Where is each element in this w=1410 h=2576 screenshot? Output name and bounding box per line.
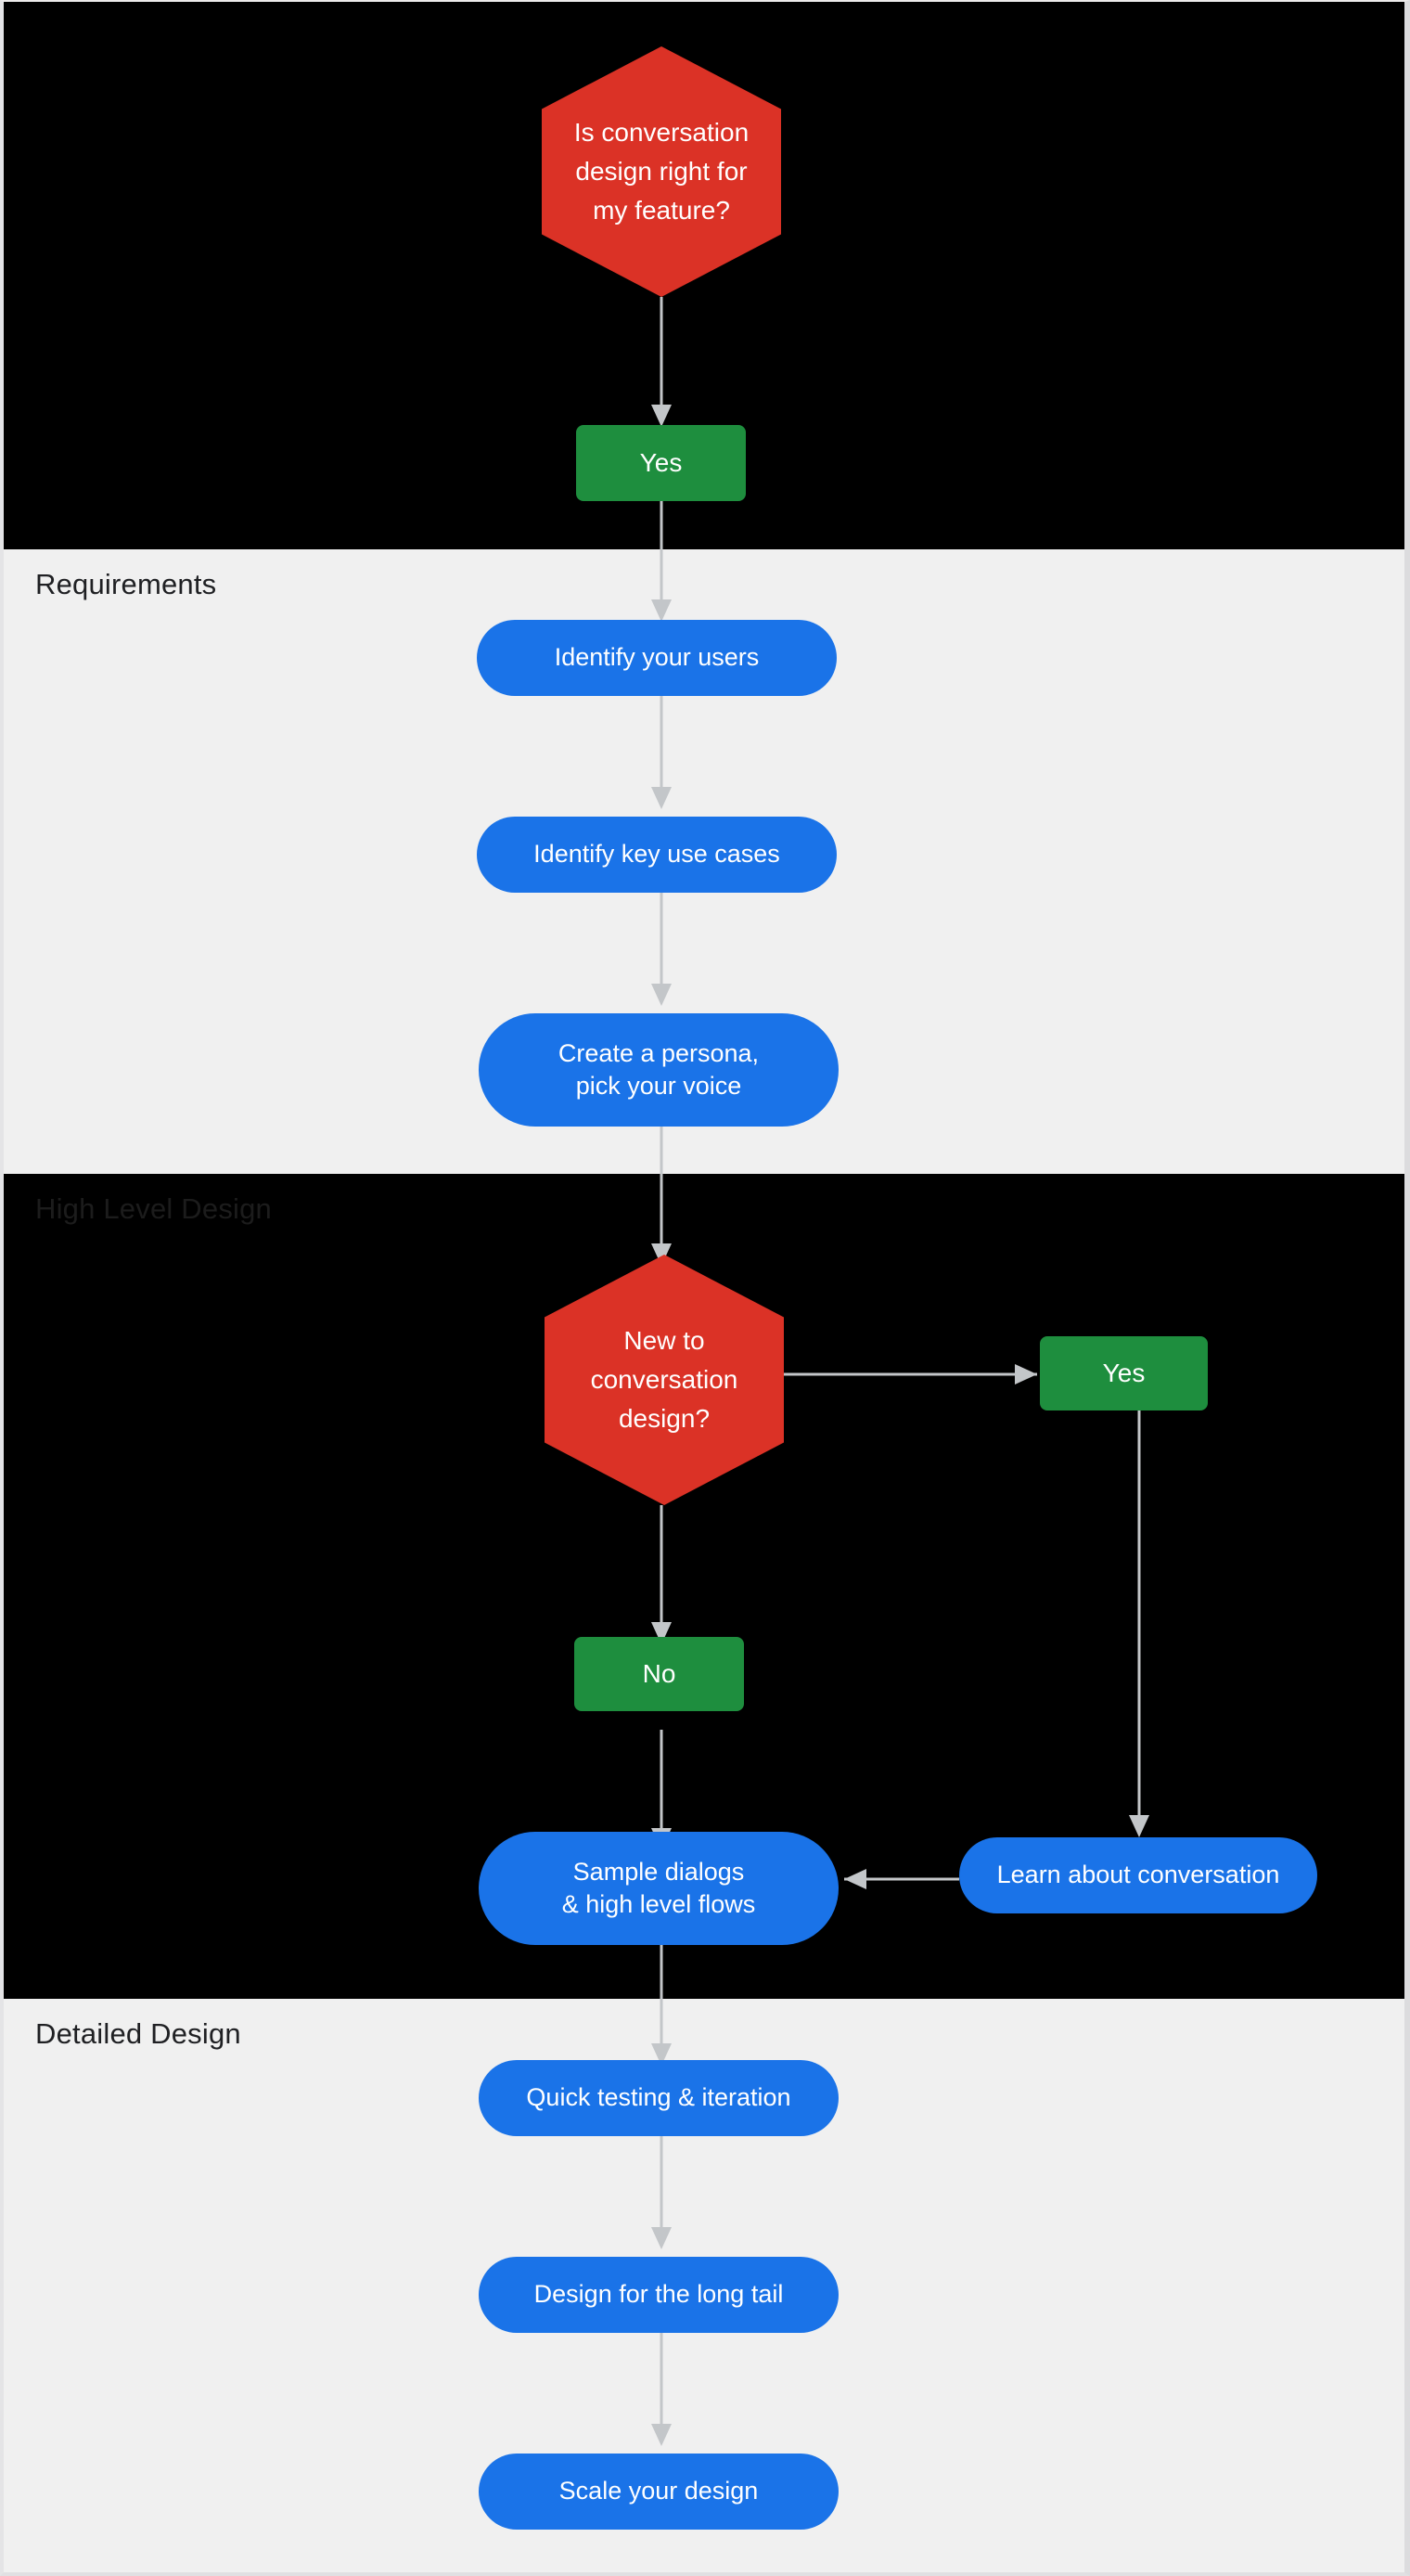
- step-node-quick-testing-iteration[interactable]: Quick testing & iteration: [479, 2060, 839, 2136]
- decision2-line2: conversation: [590, 1365, 738, 1394]
- step-node-scale-your-design[interactable]: Scale your design: [479, 2454, 839, 2530]
- decision1-line2: design right for: [575, 157, 748, 186]
- step-persona-line2: pick your voice: [575, 1072, 742, 1100]
- decision2-node-text: New to conversation design?: [582, 1321, 748, 1438]
- edge-decision2-to-no2: [643, 1505, 680, 1644]
- band-label-requirements: Requirements: [35, 568, 217, 600]
- step-sample-dialogs-line2: & high level flows: [561, 1890, 756, 1918]
- step-node-sample-dialogs-high-level-flows[interactable]: Sample dialogs & high level flows: [479, 1832, 839, 1945]
- step-long-tail-label: Design for the long tail: [533, 2280, 784, 2309]
- step-persona-line1: Create a persona,: [558, 1038, 760, 1067]
- step-persona-text: Create a persona, pick your voice: [558, 1037, 759, 1102]
- decision1-line3: my feature?: [593, 196, 730, 225]
- band-label-detailed-design: Detailed Design: [35, 2017, 241, 2050]
- decision1-line1: Is conversation: [573, 118, 750, 147]
- answer-no-2-label: No: [642, 1658, 676, 1688]
- decision2-line3: design?: [618, 1404, 711, 1433]
- step-node-identify-key-use-cases[interactable]: Identify key use cases: [477, 817, 837, 893]
- band-label-high-level-design: High Level Design: [35, 1192, 272, 1225]
- answer-node-yes-1[interactable]: Yes: [576, 425, 746, 501]
- edge-quick-testing-to-long-tail: [643, 2136, 680, 2249]
- edge-identify-users-to-use-cases: [643, 696, 680, 809]
- decision2-line1: New to: [623, 1326, 705, 1355]
- answer-node-no-2[interactable]: No: [574, 1637, 744, 1711]
- edge-long-tail-to-scale: [643, 2333, 680, 2446]
- step-scale-label: Scale your design: [558, 2477, 759, 2505]
- decision-node-text: Is conversation design right for my feat…: [565, 113, 758, 230]
- step-node-learn-about-conversation[interactable]: Learn about conversation: [959, 1837, 1317, 1913]
- edge-yes1-to-identify-users: [643, 501, 680, 622]
- decision-node-new-to-conversation-design[interactable]: New to conversation design?: [545, 1255, 784, 1505]
- edge-persona-to-decision2: [643, 1127, 680, 1266]
- step-node-create-persona-pick-voice[interactable]: Create a persona, pick your voice: [479, 1013, 839, 1127]
- edge-yes2-to-learn: [1121, 1410, 1158, 1837]
- decision-node-conversation-design-right[interactable]: Is conversation design right for my feat…: [542, 46, 781, 297]
- step-node-identify-your-users[interactable]: Identify your users: [477, 620, 837, 696]
- step-identify-users-label: Identify your users: [554, 643, 760, 672]
- answer-yes-2-label: Yes: [1102, 1358, 1146, 1387]
- step-sample-dialogs-text: Sample dialogs & high level flows: [562, 1856, 756, 1921]
- step-sample-dialogs-line1: Sample dialogs: [572, 1857, 745, 1886]
- step-learn-label: Learn about conversation: [996, 1861, 1280, 1889]
- step-quick-testing-label: Quick testing & iteration: [526, 2083, 791, 2112]
- step-node-design-for-long-tail[interactable]: Design for the long tail: [479, 2257, 839, 2333]
- step-use-cases-label: Identify key use cases: [533, 840, 780, 869]
- edge-learn-to-sample-dialogs: [844, 1865, 959, 1893]
- answer-node-yes-2[interactable]: Yes: [1040, 1336, 1208, 1410]
- edge-decision2-to-yes2: [779, 1360, 1037, 1388]
- edge-decision1-to-yes1: [643, 297, 680, 427]
- answer-yes-1-label: Yes: [639, 447, 683, 477]
- edge-use-cases-to-persona: [643, 893, 680, 1006]
- edge-sample-dialogs-to-quick-testing: [643, 1945, 680, 2066]
